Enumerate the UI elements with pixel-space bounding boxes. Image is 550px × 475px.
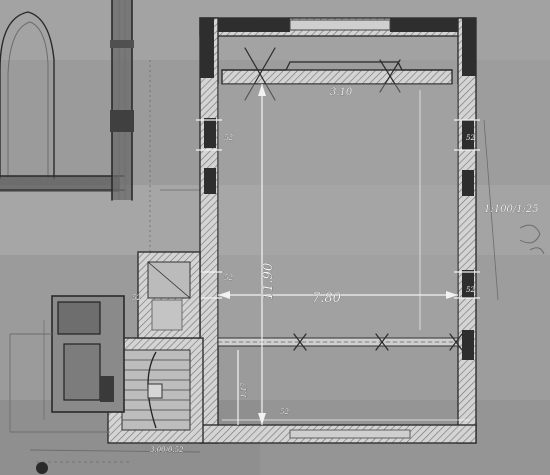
jamb-mark: 52 (280, 408, 289, 416)
dimension-lines (218, 84, 470, 425)
top-wall-dimension-label: 3.10 (330, 87, 353, 98)
margin-sketch (483, 119, 545, 301)
hall-floor (218, 84, 458, 340)
jamb-mark: 52 (466, 286, 475, 294)
upper-beam (221, 47, 453, 101)
foundation-sketch (29, 449, 201, 474)
hall-width-label: 7.80 (312, 291, 341, 306)
jamb-mark: 52 (224, 134, 233, 142)
jamb-mark: 52 (224, 274, 233, 282)
jamb-mark: 52 (132, 294, 141, 302)
stair-dimension-label: 1.17 (240, 382, 248, 398)
annex-block (137, 251, 201, 339)
hall-length-label: 11.90 (261, 263, 276, 300)
elevation-sketch-arch (0, 11, 125, 192)
side-chamber (9, 295, 125, 433)
scale-note: 1:100/1:25 (484, 204, 539, 215)
wall-openings (196, 119, 480, 299)
bottom-margin-note: 3.00/0.52 (150, 446, 184, 454)
cross-beam (217, 333, 463, 351)
jamb-mark: 52 (466, 134, 475, 142)
pilaster-column (110, 0, 134, 201)
main-hall-walls (199, 17, 477, 444)
